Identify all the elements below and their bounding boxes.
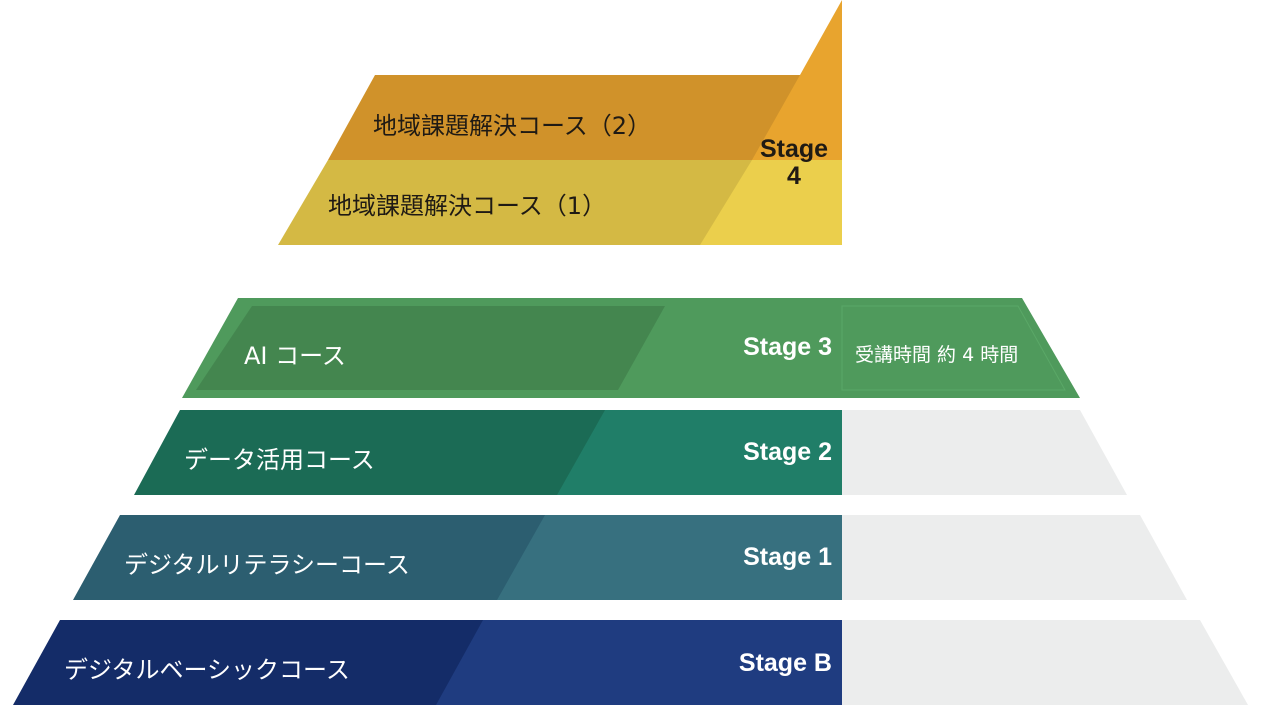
- stage4-course1-band: [278, 160, 842, 245]
- stage1-panel: [842, 515, 1187, 600]
- course-label: デジタルベーシックコース: [64, 656, 350, 684]
- duration-label: 受講時間 約 4 時間: [855, 344, 1019, 366]
- course-label: AI コース: [244, 342, 346, 370]
- stage-label: Stage B: [738, 649, 832, 677]
- course-label: データ活用コース: [184, 446, 375, 474]
- stage4-course2-band: [328, 75, 842, 160]
- stage4-course2-accent: [752, 75, 842, 160]
- stageb-panel: [842, 620, 1248, 705]
- stage2-panel: [842, 410, 1127, 495]
- stageb-accent: [436, 620, 842, 705]
- stage3-duration-box: [841, 305, 1066, 391]
- stage-label: Stage 3: [743, 333, 832, 361]
- stage3-course-area: [196, 306, 665, 390]
- course-label: 地域課題解決コース（1）: [328, 192, 607, 220]
- stage4-peak: [800, 0, 842, 75]
- stage-label: Stage 1: [743, 543, 832, 571]
- stage-label: Stage 2: [743, 438, 832, 466]
- stage1-accent: [497, 515, 842, 600]
- course-label: デジタルリテラシーコース: [124, 551, 410, 579]
- course-label: 地域課題解決コース（2）: [373, 112, 652, 140]
- stage-label: Stage 4: [759, 135, 829, 190]
- stage2-accent: [557, 410, 842, 495]
- stage4-course1-accent: [700, 160, 842, 245]
